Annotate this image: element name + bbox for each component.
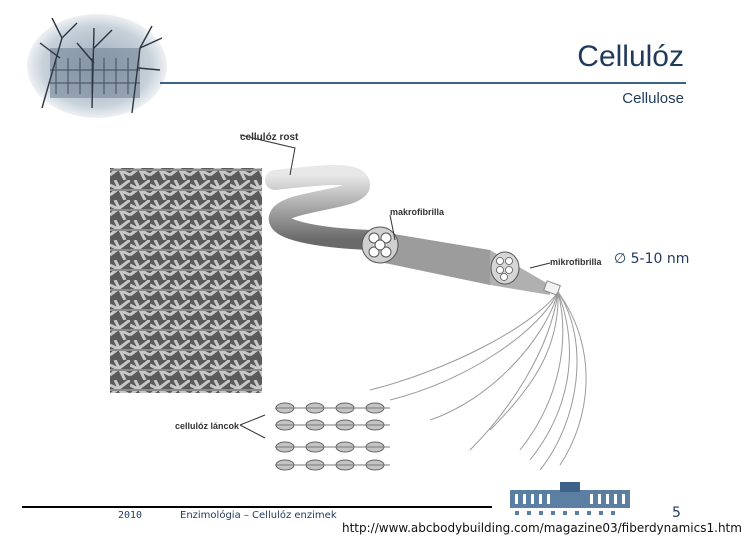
slide-subtitle: Cellulose bbox=[622, 90, 684, 107]
footer-course-title: Enzimológia – Cellulóz enzimek bbox=[180, 510, 337, 521]
building-sketch-logo bbox=[27, 14, 167, 118]
page-number: 5 bbox=[672, 505, 681, 521]
label-macrofibril: makrofibrilla bbox=[390, 207, 445, 217]
sem-micrograph bbox=[110, 168, 262, 393]
macrofibril-body bbox=[370, 230, 490, 285]
university-building-logo bbox=[510, 482, 630, 516]
diameter-annotation: ∅ 5-10 nm bbox=[614, 251, 690, 267]
footer-year: 2010 bbox=[118, 510, 143, 521]
cellulose-fiber bbox=[265, 165, 380, 250]
label-cellulose-fiber: cellulóz rost bbox=[240, 132, 299, 143]
title-divider bbox=[160, 82, 686, 84]
cellulose-chains-diagram bbox=[275, 402, 385, 471]
footer-divider bbox=[22, 506, 492, 508]
slide-title: Cellulóz bbox=[577, 40, 684, 73]
label-cellulose-chains: cellulóz láncok bbox=[175, 421, 240, 431]
source-url: http://www.abcbodybuilding.com/magazine0… bbox=[342, 521, 742, 535]
cellulose-structure-figure: cellulóz rost makrofibrilla mikrofibrill… bbox=[110, 132, 603, 471]
label-microfibril: mikrofibrilla bbox=[550, 257, 603, 267]
